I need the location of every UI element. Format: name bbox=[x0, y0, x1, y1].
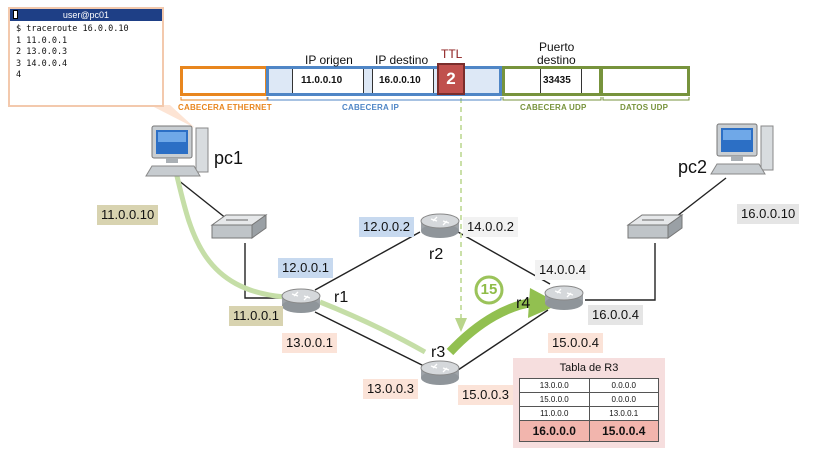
puerto-value: 33435 bbox=[543, 75, 571, 86]
link-r1-r2 bbox=[314, 231, 421, 291]
table-row: 15.0.0.0 0.0.0.0 bbox=[519, 392, 659, 407]
r3-ip-13: 13.0.0.3 bbox=[363, 379, 418, 399]
pc1-label: pc1 bbox=[214, 148, 244, 168]
ttl-field bbox=[437, 63, 465, 95]
path-pc1-r1 bbox=[173, 171, 286, 300]
router-r3-icon bbox=[420, 360, 460, 385]
terminal-line: 4 bbox=[16, 70, 22, 81]
terminal-line: $ traceroute 16.0.0.10 bbox=[16, 24, 129, 34]
table-cell-network: 11.0.0.0 bbox=[519, 406, 590, 421]
table-cell-nexthop: 13.0.0.1 bbox=[588, 406, 659, 421]
table-cell-nexthop: 15.0.0.4 bbox=[588, 420, 659, 442]
path-r3-r4 bbox=[446, 297, 536, 356]
link-pc1-switch bbox=[177, 179, 233, 224]
router-r2-icon bbox=[420, 213, 460, 238]
table-row: 11.0.0.0 13.0.0.1 bbox=[519, 406, 659, 421]
udp-caption: CABECERA UDP bbox=[520, 103, 587, 112]
terminal-line: 3 14.0.0.4 bbox=[16, 58, 68, 69]
table-cell-nexthop: 0.0.0.0 bbox=[588, 378, 659, 393]
switch-left-icon bbox=[210, 214, 268, 239]
r3-routing-table: Tabla de R3 13.0.0.0 0.0.0.0 15.0.0.0 0.… bbox=[513, 358, 665, 448]
ip-destino-value: 16.0.0.10 bbox=[379, 75, 421, 86]
r3-table-title: Tabla de R3 bbox=[559, 362, 619, 374]
puerto-field bbox=[540, 69, 582, 93]
ip-origen-value: 11.0.0.10 bbox=[301, 75, 343, 86]
udp-data-box bbox=[600, 66, 690, 96]
r4-ip-14: 14.0.0.4 bbox=[535, 260, 590, 280]
pc1-ip: 11.0.0.10 bbox=[97, 205, 159, 225]
table-cell-network: 16.0.0.0 bbox=[519, 420, 590, 442]
link-r4-switch bbox=[585, 243, 656, 301]
ip-origen-field bbox=[292, 69, 364, 93]
pc2-ip: 16.0.0.10 bbox=[737, 204, 800, 224]
terminal-callout bbox=[150, 105, 195, 128]
ip-destino-field bbox=[372, 69, 434, 93]
terminal-title: user@pc01 bbox=[62, 10, 110, 20]
terminal-window: user@pc01 $ traceroute 16.0.0.10 1 11.0.… bbox=[8, 7, 164, 107]
link-r2-r4 bbox=[457, 231, 551, 285]
ttl-new-circle bbox=[474, 275, 504, 305]
router-r1-icon bbox=[281, 288, 321, 313]
ttl-label: TTL bbox=[441, 47, 463, 61]
pc2-label: pc2 bbox=[678, 157, 708, 177]
r1-ip-11: 11.0.0.1 bbox=[229, 306, 284, 326]
r2-ip-12: 12.0.0.2 bbox=[359, 217, 414, 237]
r2-ip-14: 14.0.0.2 bbox=[463, 217, 518, 237]
r4-ip-16: 16.0.0.4 bbox=[588, 305, 643, 325]
r4-label: r4 bbox=[516, 295, 531, 312]
router-r4-icon bbox=[544, 285, 584, 310]
table-row: 13.0.0.0 0.0.0.0 bbox=[519, 378, 659, 393]
r3-ip-15: 15.0.0.3 bbox=[458, 385, 513, 405]
terminal-control-icon bbox=[13, 10, 18, 19]
path-r1-r3 bbox=[319, 299, 427, 355]
ttl-new-value: 15 bbox=[480, 281, 498, 298]
ethernet-caption: CABECERA ETHERNET bbox=[178, 103, 272, 112]
udp-data-caption: DATOS UDP bbox=[620, 103, 669, 112]
r4-ip-15: 15.0.0.4 bbox=[548, 333, 603, 353]
pc1-icon bbox=[145, 125, 209, 177]
ip-destino-label: IP destino bbox=[375, 53, 429, 67]
puerto-label: Puerto bbox=[539, 40, 575, 54]
r1-ip-12: 12.0.0.1 bbox=[278, 258, 333, 278]
link-r1-r3 bbox=[314, 311, 429, 369]
link-r3-r4 bbox=[457, 309, 549, 371]
ttl-value: 2 bbox=[446, 69, 456, 88]
switch-right-icon bbox=[626, 214, 684, 239]
link-switch-r1 bbox=[244, 243, 285, 299]
ttl-dashed-arrowhead bbox=[455, 318, 467, 332]
path-arrowhead bbox=[528, 288, 560, 318]
terminal-titlebar: user@pc01 bbox=[10, 9, 162, 21]
table-cell-nexthop: 0.0.0.0 bbox=[588, 392, 659, 407]
table-row-highlighted: 16.0.0.0 15.0.0.4 bbox=[519, 420, 659, 442]
table-cell-network: 13.0.0.0 bbox=[519, 378, 590, 393]
terminal-line: 1 11.0.0.1 bbox=[16, 35, 68, 46]
ip-caption: CABECERA IP bbox=[342, 103, 400, 112]
r2-label: r2 bbox=[429, 246, 444, 263]
r3-label: r3 bbox=[431, 344, 446, 361]
r1-ip-13: 13.0.0.1 bbox=[282, 333, 337, 353]
terminal-line: 2 13.0.0.3 bbox=[16, 47, 68, 58]
pc2-icon bbox=[710, 123, 774, 175]
table-cell-network: 15.0.0.0 bbox=[519, 392, 590, 407]
puerto-label-2: destino bbox=[537, 53, 576, 67]
ip-origen-label: IP origen bbox=[305, 53, 353, 67]
r1-label: r1 bbox=[334, 289, 349, 306]
